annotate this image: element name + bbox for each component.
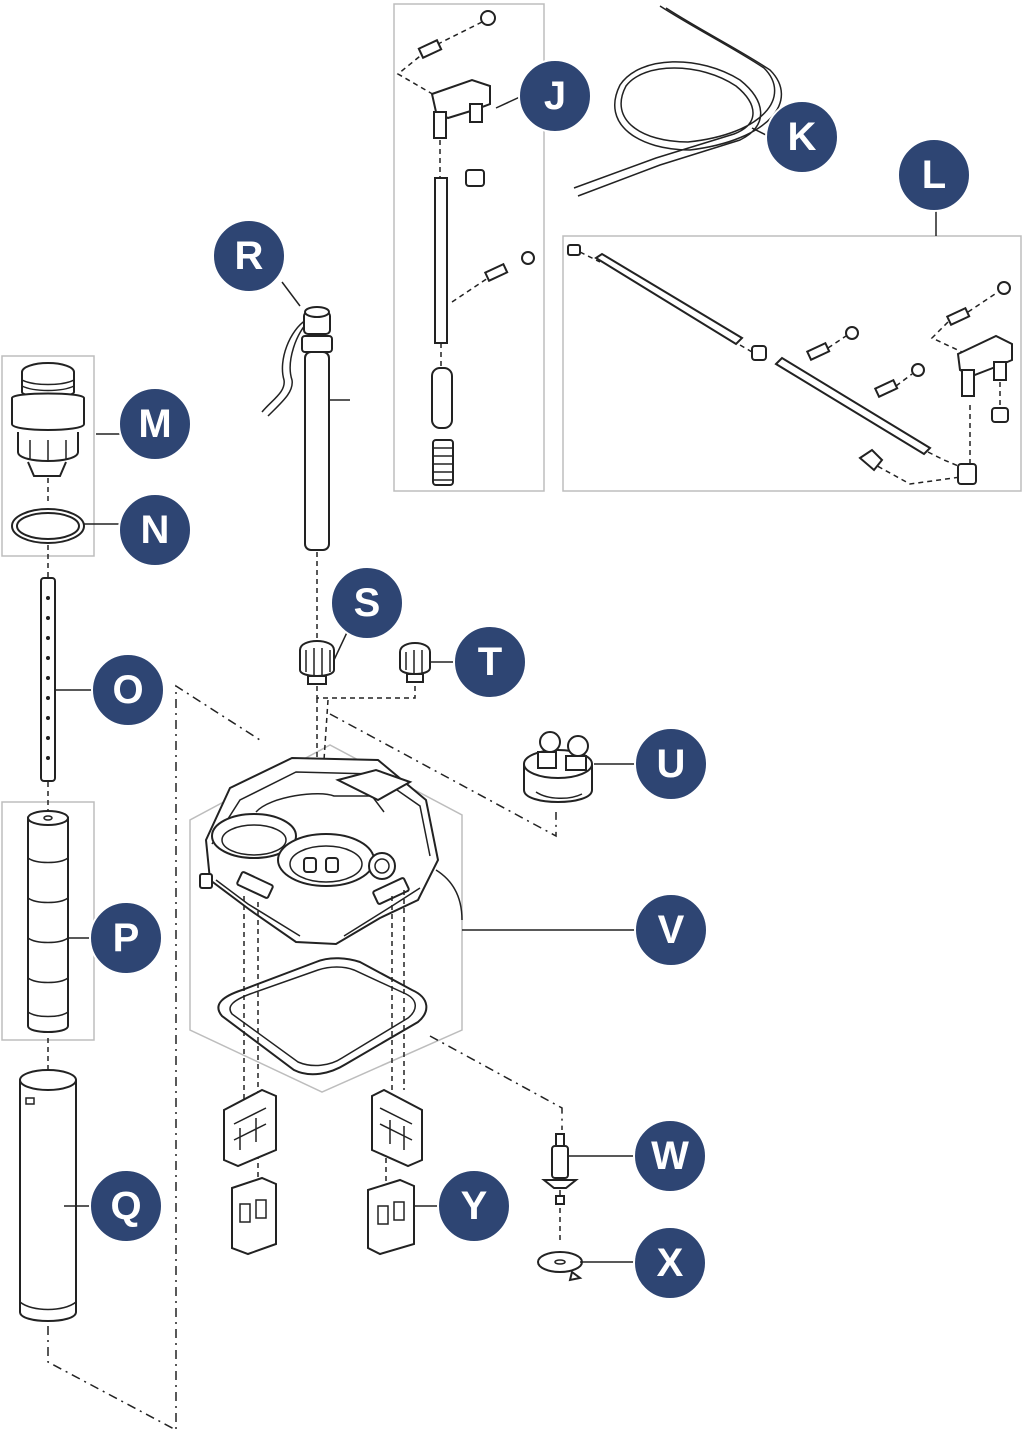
label-badge-k: K (765, 100, 839, 174)
badge-text-q: Q (110, 1184, 141, 1228)
outlet-pipe-assembly (396, 10, 535, 486)
canister-tube (19, 1069, 77, 1322)
valve-knob-t (399, 642, 431, 683)
label-badge-r: R (212, 219, 286, 293)
impeller (541, 1133, 579, 1240)
badge-text-k: K (788, 115, 817, 159)
badge-text-r: R (235, 234, 264, 278)
label-badge-w: W (633, 1119, 707, 1193)
badge-text-x: X (657, 1241, 684, 1285)
group-box-j (393, 3, 545, 492)
group-box-l (562, 235, 1022, 492)
intake-cap (11, 362, 85, 477)
badge-text-l: L (922, 153, 946, 197)
hose-tubing (573, 5, 783, 197)
label-badge-j: J (518, 59, 592, 133)
seal-ring (11, 508, 85, 544)
label-badge-t: T (453, 625, 527, 699)
badge-text-p: P (113, 916, 140, 960)
label-badge-m: M (118, 387, 192, 461)
label-badge-u: U (634, 727, 708, 801)
intake-tube-perforated (40, 577, 56, 782)
label-badge-y: Y (437, 1169, 511, 1243)
label-badge-q: Q (89, 1169, 163, 1243)
filter-head (199, 756, 463, 946)
foam-cartridge-stack (27, 810, 69, 1033)
badge-text-t: T (478, 640, 502, 684)
badge-text-s: S (354, 581, 381, 625)
latch-clip-right-lower (367, 1178, 415, 1256)
valve-block (523, 731, 593, 803)
label-badge-n: N (118, 493, 192, 567)
badge-text-u: U (657, 742, 686, 786)
badge-circle-j (518, 59, 592, 133)
group-box-v (189, 744, 463, 1093)
badge-text-m: M (138, 402, 171, 446)
spray-bar-assembly (567, 244, 1013, 485)
badge-text-j: J (544, 74, 566, 118)
housing-gasket (217, 957, 428, 1076)
strainer (432, 439, 454, 486)
latch-clip-left-upper (223, 1088, 277, 1168)
label-badge-x: X (633, 1226, 707, 1300)
badge-text-w: W (651, 1134, 689, 1178)
label-badge-o: O (91, 653, 165, 727)
label-badge-v: V (634, 893, 708, 967)
impeller-cover (537, 1251, 583, 1282)
label-badge-l: L (897, 138, 971, 212)
latch-clip-right-upper (371, 1088, 423, 1168)
label-badge-s: S (330, 566, 404, 640)
badge-text-v: V (658, 908, 685, 952)
valve-knob-s (299, 640, 335, 685)
latch-clip-left-lower (231, 1176, 277, 1256)
badge-text-y: Y (461, 1184, 488, 1228)
badge-text-n: N (141, 508, 170, 552)
heater (261, 306, 333, 551)
badge-text-o: O (112, 668, 143, 712)
label-badge-p: P (89, 901, 163, 975)
